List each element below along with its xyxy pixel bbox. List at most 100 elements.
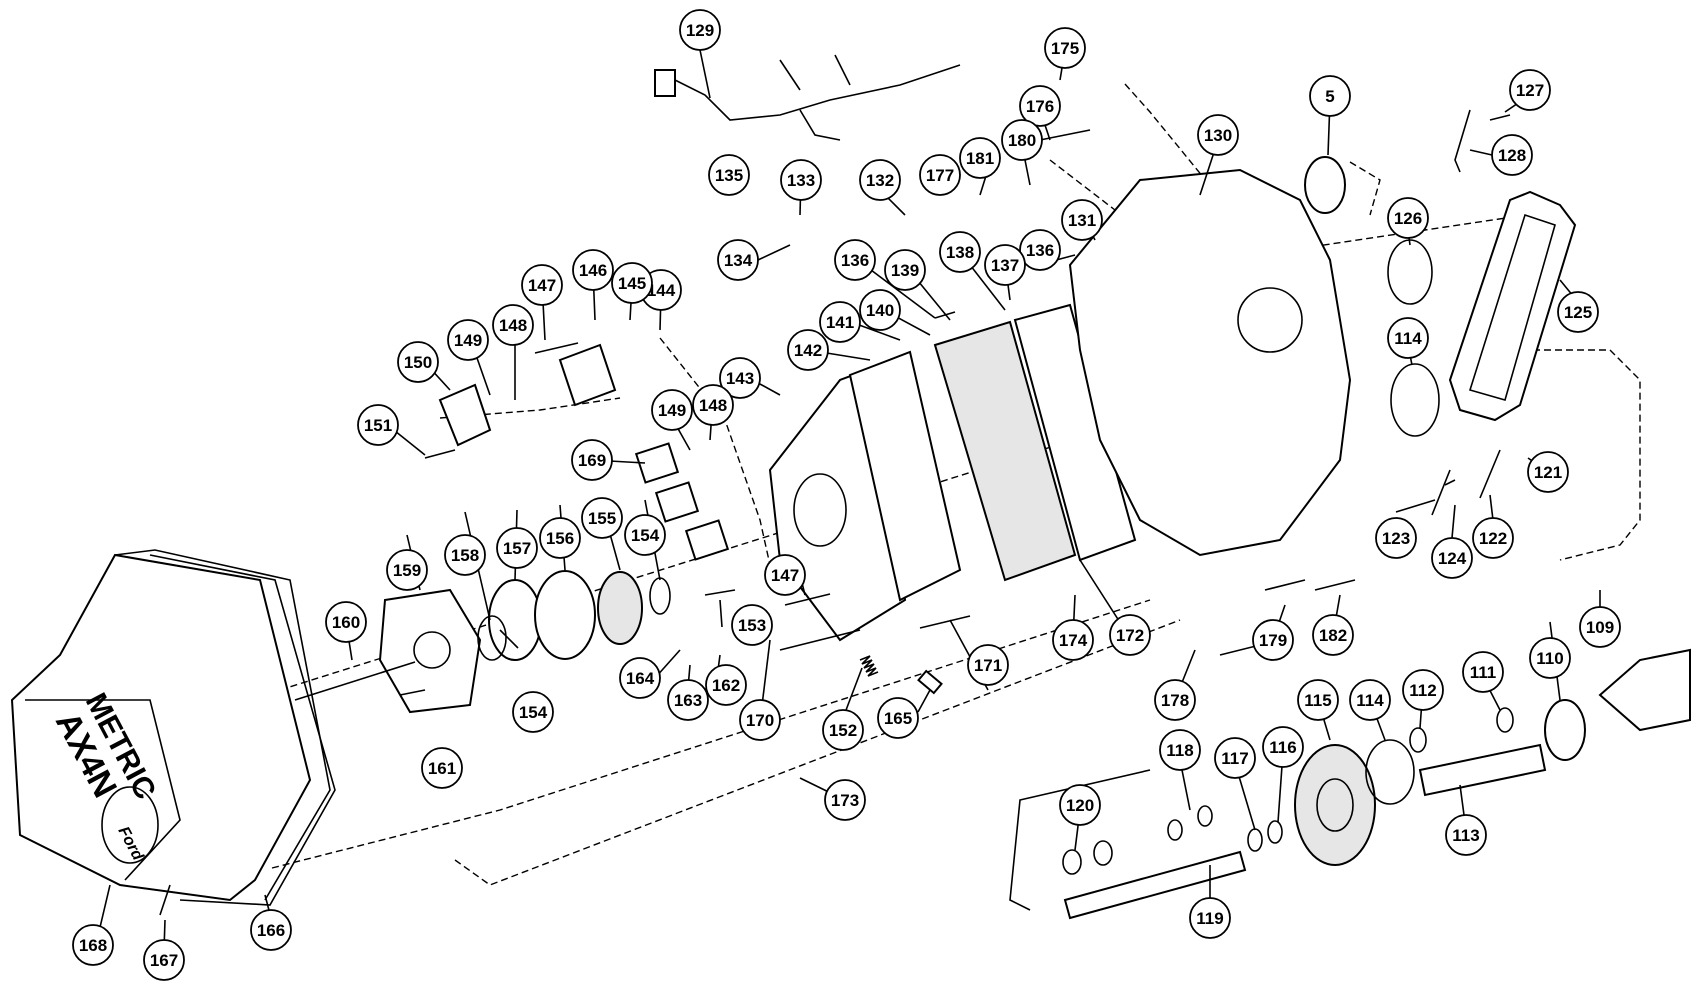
callout-128: 128 — [1491, 134, 1533, 176]
solenoid-150-part — [438, 383, 492, 447]
callout-157: 157 — [496, 527, 538, 569]
callout-179: 179 — [1252, 619, 1294, 661]
spring-152-part — [859, 655, 879, 677]
callout-118: 118 — [1159, 729, 1201, 771]
seal-5-part — [1304, 156, 1346, 214]
callout-122: 122 — [1472, 517, 1514, 559]
callout-137: 137 — [984, 244, 1026, 286]
callout-125: 125 — [1557, 291, 1599, 333]
svg-text:179: 179 — [1259, 631, 1287, 650]
callout-114-upper: 114 — [1387, 317, 1429, 359]
svg-text:152: 152 — [829, 721, 857, 740]
svg-text:175: 175 — [1051, 39, 1079, 58]
callout-138: 138 — [939, 231, 981, 273]
svg-text:134: 134 — [724, 251, 753, 270]
callout-146: 146 — [572, 249, 614, 291]
callout-164: 164 — [619, 657, 661, 699]
callout-120: 120 — [1059, 784, 1101, 826]
svg-text:118: 118 — [1166, 741, 1193, 760]
svg-text:119: 119 — [1196, 909, 1223, 928]
callout-143: 143 — [719, 357, 761, 399]
callout-127: 127 — [1509, 69, 1551, 111]
ring-158-part — [477, 615, 507, 661]
case-bore — [1237, 287, 1303, 353]
svg-text:158: 158 — [451, 546, 479, 565]
callout-163: 163 — [667, 679, 709, 721]
svg-text:166: 166 — [257, 921, 285, 940]
svg-text:149: 149 — [454, 331, 482, 350]
ring-118b — [1197, 805, 1213, 827]
svg-text:156: 156 — [546, 529, 574, 548]
svg-text:136: 136 — [841, 251, 869, 270]
ring-117 — [1247, 828, 1263, 852]
ring-126-part — [1387, 239, 1433, 305]
plate-138-part — [1013, 303, 1137, 562]
svg-text:163: 163 — [674, 691, 702, 710]
svg-text:157: 157 — [503, 539, 531, 558]
callout-153: 153 — [731, 604, 773, 646]
svg-text:124: 124 — [1438, 549, 1467, 568]
ford-logo-oval — [101, 786, 159, 864]
callout-134: 134 — [717, 239, 759, 281]
drive-chain-125-part — [1448, 190, 1577, 422]
callout-124: 124 — [1431, 537, 1473, 579]
callout-154-left: 154 — [512, 691, 554, 733]
callout-141: 141 — [819, 301, 861, 343]
callout-165: 165 — [877, 697, 919, 739]
case-130-part — [1068, 168, 1352, 557]
callout-170: 170 — [739, 699, 781, 741]
shaft-119-part — [1063, 850, 1247, 920]
svg-text:133: 133 — [787, 171, 815, 190]
callout-161: 161 — [421, 747, 463, 789]
callout-126: 126 — [1387, 197, 1429, 239]
callout-178: 178 — [1154, 679, 1196, 721]
svg-text:150: 150 — [404, 353, 432, 372]
assembly-lines — [271, 83, 1641, 886]
svg-text:122: 122 — [1479, 529, 1507, 548]
callout-129: 129 — [679, 9, 721, 51]
callout-148-upper: 148 — [492, 304, 534, 346]
ring-116 — [1267, 820, 1283, 844]
callout-121: 121 — [1527, 451, 1569, 493]
ring-111 — [1496, 707, 1514, 733]
svg-text:143: 143 — [726, 369, 754, 388]
link-122-part — [1479, 449, 1501, 499]
callout-167: 167 — [143, 939, 185, 981]
svg-text:171: 171 — [974, 656, 1002, 675]
svg-text:138: 138 — [946, 243, 974, 262]
svg-text:116: 116 — [1269, 738, 1296, 757]
svg-text:164: 164 — [626, 669, 655, 688]
callout-171: 171 — [967, 644, 1009, 686]
callout-114-lower: 114 — [1349, 679, 1391, 721]
callout-176: 176 — [1019, 85, 1061, 127]
callout-119: 119 — [1189, 897, 1231, 939]
callout-135: 135 — [708, 154, 750, 196]
svg-text:111: 111 — [1470, 663, 1497, 682]
svg-text:130: 130 — [1204, 126, 1232, 145]
callout-151: 151 — [357, 404, 399, 446]
svg-text:176: 176 — [1026, 97, 1054, 116]
svg-text:135: 135 — [715, 166, 743, 185]
svg-text:172: 172 — [1116, 626, 1144, 645]
callout-172: 172 — [1109, 614, 1151, 656]
svg-text:174: 174 — [1059, 631, 1088, 650]
svg-text:127: 127 — [1516, 81, 1544, 100]
callout-136-right: 136 — [1019, 229, 1061, 271]
ring-120a — [1062, 849, 1082, 875]
svg-text:126: 126 — [1394, 209, 1422, 228]
callout-123: 123 — [1375, 517, 1417, 559]
svg-text:5: 5 — [1325, 87, 1334, 106]
chain-inner — [1468, 213, 1556, 401]
svg-text:160: 160 — [332, 613, 360, 632]
pin-153-part — [704, 589, 736, 596]
svg-text:181: 181 — [966, 149, 994, 168]
ring-120b — [1093, 840, 1113, 866]
ring-112 — [1409, 727, 1427, 753]
callout-182: 182 — [1312, 614, 1354, 656]
side-cover-part: AX4N METRIC Ford — [10, 549, 331, 902]
shaft-109-part — [1598, 648, 1691, 732]
shaft-113-part — [1418, 743, 1547, 797]
callout-152: 152 — [822, 709, 864, 751]
callout-145: 145 — [611, 262, 653, 304]
